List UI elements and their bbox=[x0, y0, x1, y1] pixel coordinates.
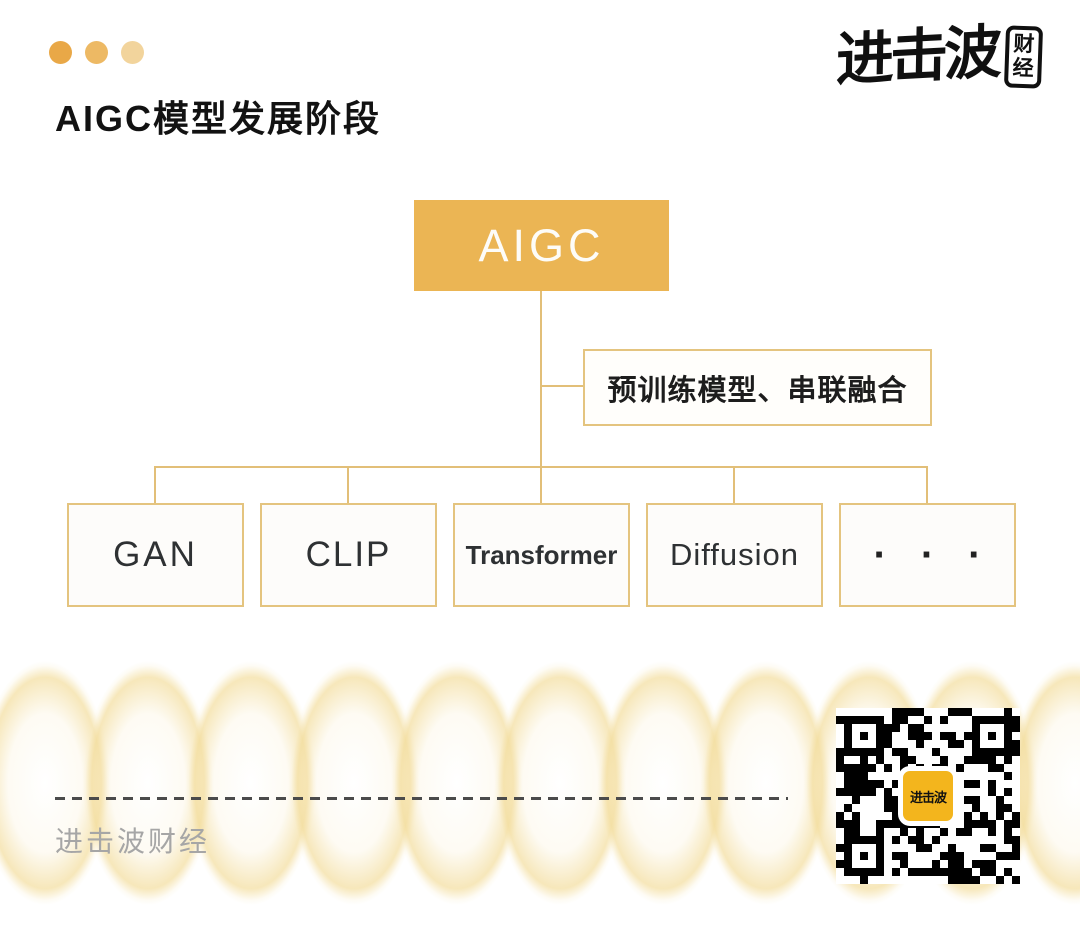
brand-logo-seal: 财 经 bbox=[1003, 25, 1044, 89]
node-label: ··· bbox=[873, 532, 1016, 577]
seal-char-bottom: 经 bbox=[1012, 56, 1034, 81]
node-label: GAN bbox=[113, 535, 198, 574]
qr-finder-icon bbox=[844, 716, 884, 756]
node-annotation-label: 预训练模型、串联融合 bbox=[607, 374, 908, 407]
node-diffusion: Diffusion bbox=[646, 503, 823, 607]
qr-center-logo-label: 进击波 bbox=[909, 789, 947, 805]
node-gan: GAN bbox=[67, 503, 244, 607]
node-root: AIGC bbox=[414, 200, 669, 291]
connector-horizontal bbox=[154, 466, 928, 468]
connector-drop bbox=[926, 466, 928, 503]
page-title: AIGC模型发展阶段 bbox=[55, 98, 382, 139]
qr-finder-icon bbox=[844, 836, 884, 876]
node-root-label: AIGC bbox=[478, 219, 605, 271]
connector-stub-annotation bbox=[541, 385, 583, 387]
node-label: Transformer bbox=[465, 539, 618, 570]
footer-brand-text: 进击波财经 bbox=[55, 826, 211, 857]
dot-icon bbox=[85, 41, 108, 64]
seal-char-top: 财 bbox=[1013, 32, 1035, 57]
connector-drop bbox=[733, 466, 735, 503]
brand-logo-text: 进击波 bbox=[835, 19, 999, 94]
node-clip: CLIP bbox=[260, 503, 437, 607]
node-label: Diffusion bbox=[669, 537, 800, 572]
header-dots bbox=[49, 41, 144, 64]
node-ellipsis: ··· bbox=[839, 503, 1016, 607]
qr-code: 进击波 bbox=[836, 708, 1020, 884]
connector-drop bbox=[154, 466, 156, 503]
node-transformer: Transformer bbox=[453, 503, 630, 607]
brand-logo: 进击波 财 经 bbox=[835, 19, 1044, 94]
dot-icon bbox=[49, 41, 72, 64]
connector-drop bbox=[347, 466, 349, 503]
qr-center-logo: 进击波 bbox=[898, 766, 958, 826]
footer-dashed-divider bbox=[55, 797, 788, 800]
qr-finder-icon bbox=[972, 716, 1012, 756]
node-annotation: 预训练模型、串联融合 bbox=[583, 349, 932, 426]
connector-trunk bbox=[540, 291, 542, 503]
node-label: CLIP bbox=[305, 535, 392, 574]
dot-icon bbox=[121, 41, 144, 64]
